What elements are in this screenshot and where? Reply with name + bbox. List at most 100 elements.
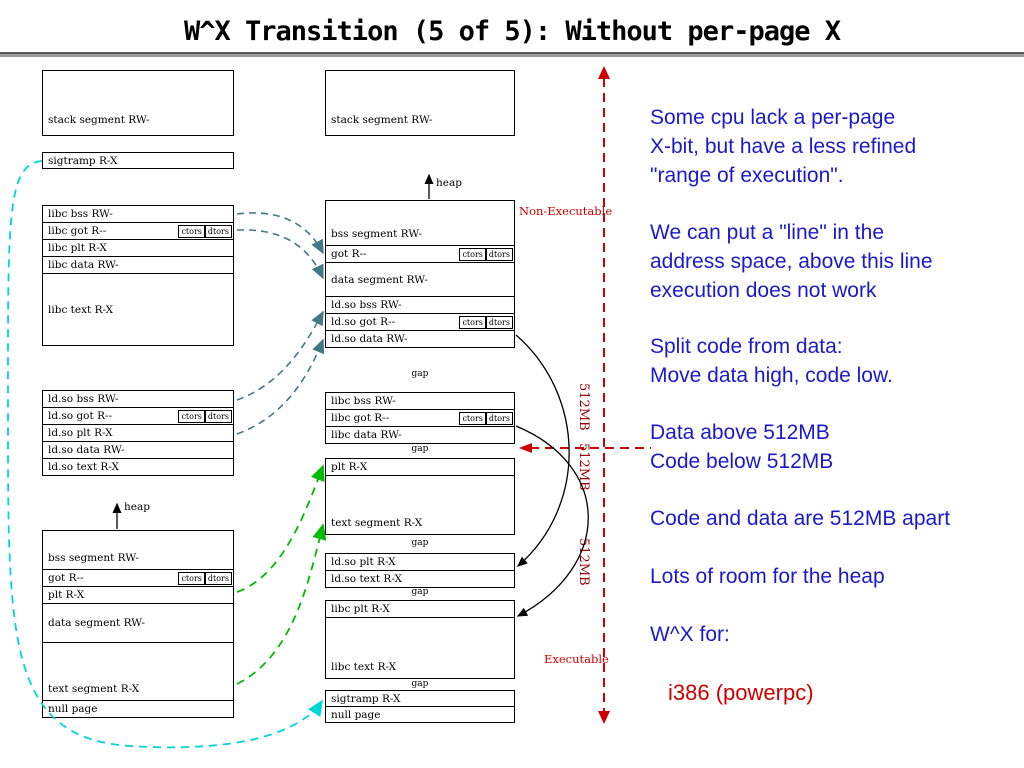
mem-row-libc-bss: libc bss RW- <box>326 393 514 409</box>
mem-row-ldso-got: ld.so got R-- ctors dtors <box>43 407 233 424</box>
row-label: data segment RW- <box>331 273 428 286</box>
mem-row-text-segment: text segment R-X <box>43 642 233 700</box>
row-label: ld.so bss RW- <box>331 299 402 311</box>
ctors-box: ctors <box>178 571 205 585</box>
ldso-data-connector-2 <box>236 338 325 435</box>
ctors-dtors: ctors dtors <box>178 409 232 423</box>
row-label: bss segment RW- <box>331 228 422 240</box>
row-label: ld.so text R-X <box>331 573 402 585</box>
note-line: X-bit, but have a less refined <box>650 135 917 158</box>
gap-label: gap <box>411 369 429 379</box>
ldso-data-connector-1 <box>236 310 324 401</box>
row-label: data segment RW- <box>48 617 145 629</box>
row-label: ld.so data RW- <box>48 444 125 456</box>
mem-row-libc-bss: libc bss RW- <box>43 206 233 222</box>
row-label: libc text R-X <box>331 661 397 673</box>
mid-ldso-text-group: ld.so plt R-X ld.so text R-X <box>325 553 515 588</box>
row-label: libc data RW- <box>331 429 402 441</box>
mem-row-libc-got: libc got R-- ctors dtors <box>326 409 514 426</box>
left-stack-box: stack segment RW- <box>42 70 234 136</box>
dtors-box: dtors <box>485 411 513 425</box>
plt-connector <box>236 464 325 593</box>
mem-row-ldso-bss: ld.so bss RW- <box>326 296 514 313</box>
mem-row-bss-segment: bss segment RW- <box>326 201 514 245</box>
mem-row-ldso-got: ld.so got R-- ctors dtors <box>326 313 514 330</box>
mem-row-ldso-text: ld.so text R-X <box>43 458 233 475</box>
split-line-arrow <box>519 443 532 453</box>
ctors-dtors: ctors dtors <box>459 411 513 425</box>
row-label: stack segment RW- <box>48 114 150 126</box>
row-label: sigtramp R-X <box>48 154 118 167</box>
mem-row-data-segment: data segment RW- <box>326 262 514 296</box>
libc-data-connector-2 <box>236 229 324 280</box>
note-line: Move data high, code low. <box>650 364 893 387</box>
page-title: W^X Transition (5 of 5): Without per-pag… <box>184 16 841 47</box>
note-line: Code below 512MB <box>650 450 834 473</box>
row-label: libc plt R-X <box>331 603 390 615</box>
note-para-7: W^X for: <box>650 623 730 646</box>
mem-row-libc-plt: libc plt R-X <box>326 601 514 617</box>
row-label: plt R-X <box>331 461 368 473</box>
note-line: Split code from data: <box>650 335 843 358</box>
title-rule <box>0 52 1024 57</box>
dtors-box: dtors <box>204 409 232 423</box>
mem-row-ldso-data: ld.so data RW- <box>43 441 233 458</box>
note-para-5: Code and data are 512MB apart <box>650 507 951 530</box>
mem-row-plt: plt R-X <box>43 586 233 603</box>
row-label: libc data RW- <box>48 259 119 271</box>
note-line: execution does not work <box>650 279 877 302</box>
left-sigtramp-box: sigtramp R-X <box>42 152 234 169</box>
mem-row-data-segment: data segment RW- <box>43 603 233 642</box>
ctors-box: ctors <box>459 247 486 261</box>
row-label: stack segment RW- <box>331 114 433 126</box>
row-label: bss segment RW- <box>48 552 139 564</box>
mem-row-got: got R-- ctors dtors <box>326 245 514 262</box>
mid-null-page-box: null page <box>325 706 515 723</box>
libc-data-connector-1 <box>236 212 324 255</box>
ctors-dtors: ctors dtors <box>459 247 513 261</box>
dtors-box: dtors <box>204 224 232 238</box>
ctors-dtors: ctors dtors <box>178 571 232 585</box>
row-label: libc text R-X <box>48 303 114 316</box>
512mb-label-2: 512MB <box>576 443 591 491</box>
dtors-box: dtors <box>485 315 513 329</box>
note-line: "range of execution". <box>650 164 844 187</box>
mem-row-ldso-plt: ld.so plt R-X <box>43 424 233 441</box>
mem-row-got: got R-- ctors dtors <box>43 569 233 586</box>
row-label: sigtramp R-X <box>331 692 401 705</box>
gap-label: gap <box>411 679 429 689</box>
row-label: got R-- <box>48 572 84 584</box>
row-label: text segment R-X <box>48 683 140 695</box>
note-line: address space, above this line <box>650 250 933 273</box>
left-main-group: bss segment RW- got R-- ctors dtors plt … <box>42 530 234 718</box>
left-heap-label: heap <box>124 501 150 513</box>
ctors-box: ctors <box>459 315 486 329</box>
512mb-label-3: 512MB <box>576 538 591 586</box>
row-label: libc bss RW- <box>331 395 396 407</box>
mem-row-text-segment: text segment R-X <box>326 475 514 534</box>
dtors-box: dtors <box>485 247 513 261</box>
row-label: ld.so text R-X <box>48 461 119 473</box>
mem-row-ldso-data: ld.so data RW- <box>326 330 514 347</box>
row-label: ld.so bss RW- <box>48 393 119 405</box>
note-para-6: Lots of room for the heap <box>650 565 885 588</box>
row-label: ld.so got R-- <box>331 316 396 328</box>
mem-row-null-page: null page <box>43 700 233 717</box>
row-label: ld.so data RW- <box>331 333 408 345</box>
ctors-box: ctors <box>178 409 205 423</box>
mem-row-libc-data: libc data RW- <box>43 256 233 273</box>
row-label: libc bss RW- <box>48 208 113 220</box>
mem-row-libc-data: libc data RW- <box>326 426 514 443</box>
ctors-dtors: ctors dtors <box>178 224 232 238</box>
row-label: ld.so plt R-X <box>48 427 113 439</box>
mid-sigtramp-box: sigtramp R-X <box>325 690 515 707</box>
gap-label: gap <box>411 538 429 548</box>
note-para-1: Some cpu lack a per-page X-bit, but have… <box>650 103 916 190</box>
note-para-3: Split code from data: Move data high, co… <box>650 332 893 390</box>
note-line: We can put a "line" in the <box>650 221 884 244</box>
mid-text-group: plt R-X text segment R-X <box>325 458 515 535</box>
mid-stack-box: stack segment RW- <box>325 70 515 136</box>
mem-row-ldso-bss: ld.so bss RW- <box>43 391 233 407</box>
mem-row-libc-plt: libc plt R-X <box>43 239 233 256</box>
